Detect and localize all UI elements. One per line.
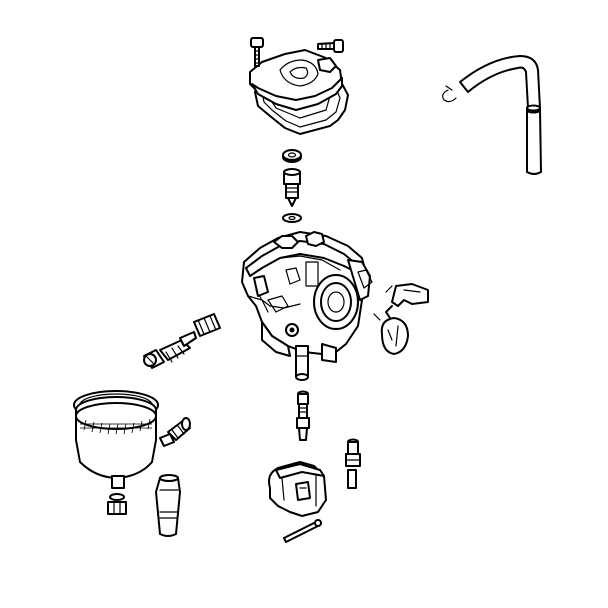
float-bowl (75, 396, 157, 489)
nozzle-tube (155, 474, 181, 537)
pilot-screw-spring (193, 313, 221, 337)
fuel-hose (459, 55, 542, 175)
needle-valve-washer (282, 149, 302, 163)
drain-screw (107, 493, 127, 515)
pilot-screw (143, 331, 197, 369)
cover-screw-horizontal (317, 39, 344, 53)
main-jet (159, 417, 191, 447)
needle-valve-jet (283, 168, 301, 207)
throttle-shaft (295, 345, 309, 381)
hose-clip (442, 85, 457, 103)
float-pin (283, 519, 322, 543)
float (268, 461, 327, 517)
top-cover (249, 49, 343, 111)
needle-valve-seat (282, 213, 302, 223)
throttle-lever (373, 283, 429, 355)
jet-holder (345, 438, 361, 489)
carburetor-body (241, 231, 373, 363)
cover-screw-vertical (250, 37, 264, 67)
main-nozzle (296, 390, 310, 441)
